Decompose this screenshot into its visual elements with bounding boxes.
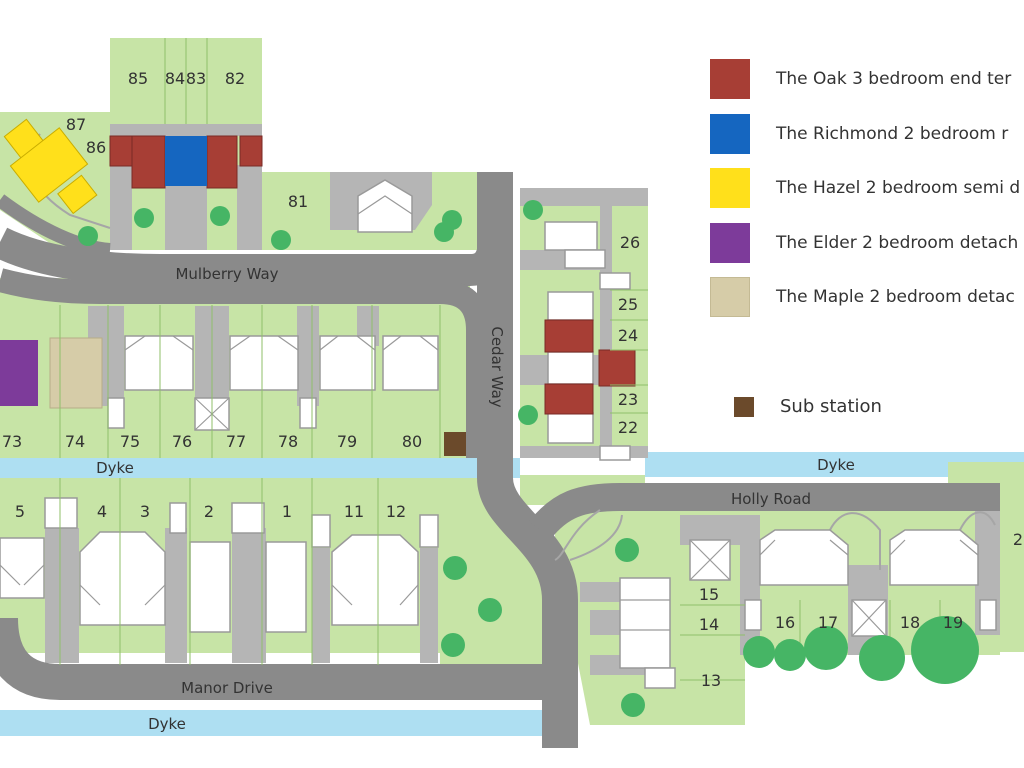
hazel-swatch <box>710 168 750 209</box>
plot-number-26: 26 <box>620 233 640 252</box>
mulberry-way-label: Mulberry Way <box>175 265 278 283</box>
legend-row-maple: The Maple 2 bedroom detac <box>710 270 1024 325</box>
houses <box>0 179 997 689</box>
top-left-road <box>0 194 111 257</box>
plot-number-2: 2 <box>204 502 214 521</box>
house-type-legend: The Oak 3 bedroom end ter The Richmond 2… <box>710 52 1024 325</box>
legend-row-hazel: The Hazel 2 bedroom semi d <box>710 161 1024 216</box>
legend-label-hazel: The Hazel 2 bedroom semi d <box>776 178 1021 199</box>
plot-number-84: 84 <box>165 69 185 88</box>
holly-road-road <box>529 483 1000 540</box>
mulberry-inner-road <box>0 268 490 458</box>
maple-swatch <box>710 277 750 318</box>
plot-number-15: 15 <box>699 585 719 604</box>
richmond-swatch <box>710 113 750 154</box>
plot-number-2-right: 2 <box>1013 530 1023 549</box>
plot-number-13: 13 <box>701 671 721 690</box>
plot-number-74: 74 <box>65 432 85 451</box>
plot-number-86: 86 <box>86 138 106 157</box>
legend-row-oak: The Oak 3 bedroom end ter <box>710 52 1024 107</box>
substation-swatch <box>734 396 754 417</box>
cedar-way-road <box>477 172 578 748</box>
dyke-label-right: Dyke <box>817 456 855 474</box>
legend-label-maple: The Maple 2 bedroom detac <box>776 287 1015 308</box>
plot-number-76: 76 <box>172 432 192 451</box>
plot-number-1: 1 <box>282 502 292 521</box>
dyke-water-bottom <box>0 710 545 736</box>
plot-number-3: 3 <box>140 502 150 521</box>
plot-number-25: 25 <box>618 295 638 314</box>
plot-number-23: 23 <box>618 390 638 409</box>
oak-houses <box>109 135 636 415</box>
legend-row-elder: The Elder 2 bedroom detach <box>710 216 1024 271</box>
manor-drive-label: Manor Drive <box>181 679 273 697</box>
plot-number-79: 79 <box>337 432 357 451</box>
plot-number-75: 75 <box>120 432 140 451</box>
plot-number-14: 14 <box>699 615 719 634</box>
hazel-houses <box>3 118 98 215</box>
plot-number-5: 5 <box>15 502 25 521</box>
maple-houses <box>49 337 103 409</box>
substation-marker <box>444 432 466 456</box>
oak-swatch <box>710 59 750 100</box>
plot-number-80: 80 <box>402 432 422 451</box>
plot-number-11: 11 <box>344 502 364 521</box>
cedar-way-label: Cedar Way <box>488 326 506 407</box>
dyke-label-bottom: Dyke <box>148 715 186 733</box>
substation-legend: Sub station <box>734 396 882 417</box>
legend-label-oak: The Oak 3 bedroom end ter <box>776 69 1012 90</box>
dyke-label-left: Dyke <box>96 459 134 477</box>
legend-row-richmond: The Richmond 2 bedroom r <box>710 107 1024 162</box>
legend-label-elder: The Elder 2 bedroom detach <box>776 232 1019 253</box>
plot-number-19: 19 <box>943 613 963 632</box>
plot-number-24: 24 <box>618 326 638 345</box>
elder-swatch <box>710 222 750 263</box>
plot-number-77: 77 <box>226 432 246 451</box>
plot-number-83: 83 <box>186 69 206 88</box>
richmond-houses <box>165 136 207 186</box>
plot-number-17: 17 <box>818 613 838 632</box>
plot-number-87: 87 <box>66 115 86 134</box>
plot-number-16: 16 <box>775 613 795 632</box>
elder-houses <box>0 340 38 406</box>
plot-number-82: 82 <box>225 69 245 88</box>
tree-icons <box>78 200 979 717</box>
holly-road-label: Holly Road <box>731 490 811 508</box>
plot-number-81: 81 <box>288 192 308 211</box>
plot-number-78: 78 <box>278 432 298 451</box>
dyke-water-left <box>0 458 520 478</box>
plot-number-73: 73 <box>2 432 22 451</box>
roads <box>0 172 1000 748</box>
manor-drive-road <box>0 617 560 700</box>
substation-label: Sub station <box>780 396 882 417</box>
plot-number-85: 85 <box>128 69 148 88</box>
legend-label-richmond: The Richmond 2 bedroom r <box>776 123 1009 144</box>
plot-number-18: 18 <box>900 613 920 632</box>
plot-number-22: 22 <box>618 418 638 437</box>
plot-number-4: 4 <box>97 502 107 521</box>
plot-number-12: 12 <box>386 502 406 521</box>
